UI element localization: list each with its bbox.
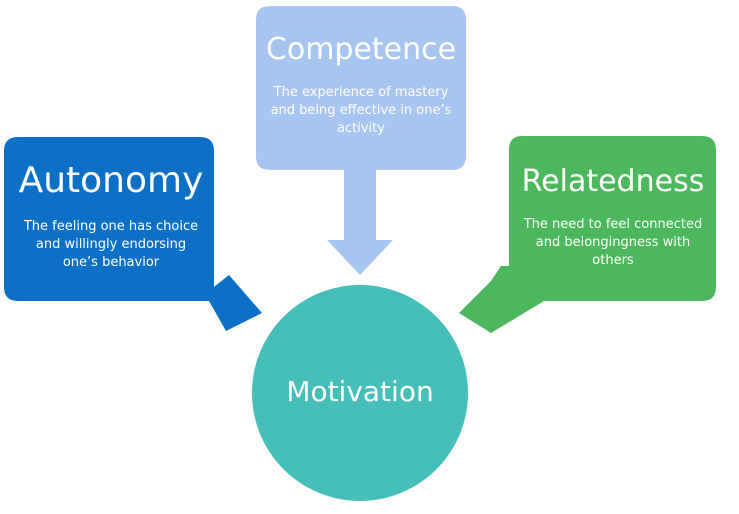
autonomy-description: The feeling one has choice and willingly… bbox=[23, 219, 199, 270]
competence-description: The experience of mastery and being effe… bbox=[270, 85, 452, 136]
relatedness-title: Relatedness bbox=[521, 164, 705, 199]
motivation-title: Motivation bbox=[286, 375, 434, 408]
competence-box: Competence The experience of mastery and… bbox=[257, 30, 465, 138]
autonomy-box: Autonomy The feeling one has choice and … bbox=[8, 158, 214, 272]
competence-title: Competence bbox=[265, 32, 457, 67]
motivation-circle bbox=[252, 285, 468, 501]
relatedness-callout-shape bbox=[459, 136, 716, 333]
autonomy-title: Autonomy bbox=[18, 160, 204, 201]
competence-callout-shape bbox=[256, 6, 466, 275]
relatedness-description: The need to feel connected and belonging… bbox=[523, 217, 703, 268]
relatedness-box: Relatedness The need to feel connected a… bbox=[510, 162, 716, 270]
autonomy-callout-shape bbox=[4, 137, 262, 331]
